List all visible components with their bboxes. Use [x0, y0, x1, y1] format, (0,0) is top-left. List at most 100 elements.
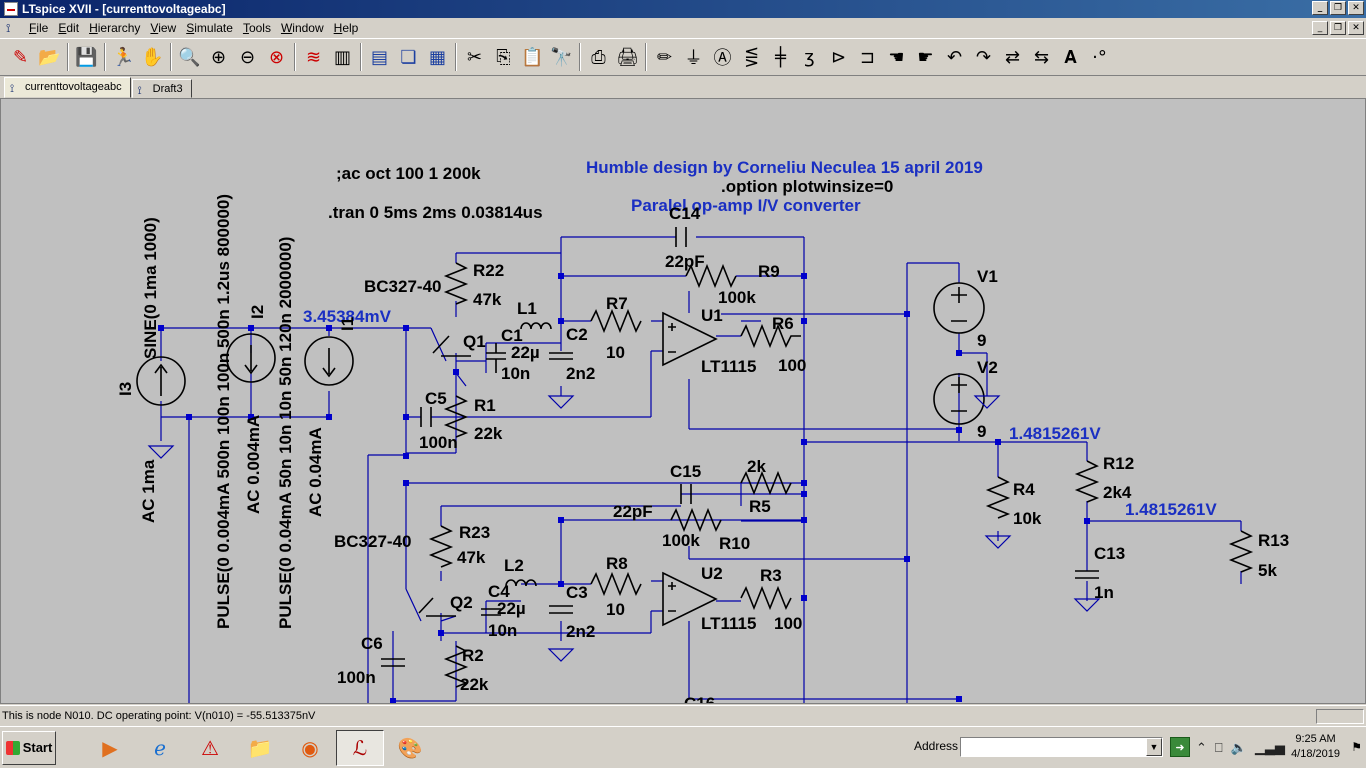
signal-icon[interactable]: ▁▃▅ — [1254, 740, 1285, 756]
capacitor-icon[interactable]: ╪ — [775, 46, 786, 68]
acrobat-reader-icon[interactable]: ⚠ — [201, 735, 219, 760]
ground-icon[interactable]: ⏚ — [684, 48, 703, 69]
zoom-in-icon[interactable]: 🔍 — [178, 46, 201, 68]
file-explorer-icon[interactable]: 📁 — [247, 735, 273, 760]
inductor-icon[interactable]: ʒ — [804, 46, 815, 68]
minimize-button[interactable]: _ — [1312, 1, 1328, 15]
start-label: Start — [22, 740, 53, 755]
autorange-icon[interactable]: ≋ — [305, 46, 322, 68]
maximize-button[interactable]: ❐ — [1330, 1, 1346, 15]
run-icon[interactable]: 🏃 — [112, 46, 135, 68]
tab-draft3[interactable]: ⟟ Draft3 — [131, 79, 192, 98]
menu-view[interactable]: View — [150, 21, 177, 35]
action-center-flag-icon[interactable]: ⚑ — [1351, 740, 1362, 754]
tray-expand-icon[interactable]: ⌃ — [1196, 740, 1207, 756]
address-label: Address — [914, 739, 959, 753]
q1-symbol — [432, 335, 471, 357]
drag-icon[interactable]: ☛ — [917, 46, 934, 68]
u1-name: U1 — [701, 306, 723, 325]
mirror-icon[interactable]: ⇆ — [1033, 46, 1050, 68]
clock[interactable]: 9:25 AM 4/18/2019 — [1291, 732, 1340, 762]
wire-icon[interactable]: ✏ — [656, 46, 673, 68]
go-button-icon[interactable]: ➜ — [1170, 737, 1190, 757]
v1-name: V1 — [977, 267, 998, 286]
tile-horizontal-icon[interactable]: ▤ — [370, 46, 388, 68]
r12-value: 2k4 — [1103, 483, 1132, 502]
paint-icon[interactable]: 🎨 — [397, 735, 423, 760]
v2-symbol — [933, 373, 985, 425]
c3-name: C3 — [566, 583, 588, 602]
i2-symbol — [226, 333, 276, 383]
schematic-svg[interactable]: ;ac oct 100 1 200k .tran 0 5ms 2ms 0.038… — [1, 99, 1366, 704]
open-icon[interactable]: 📂 — [38, 46, 61, 68]
rotate-icon[interactable]: ⇄ — [1004, 46, 1021, 68]
redo-icon[interactable]: ↷ — [975, 46, 992, 68]
move-icon[interactable]: ☚ — [888, 46, 905, 68]
firefox-icon[interactable]: ◉ — [301, 735, 319, 760]
menu-edit[interactable]: Edit — [58, 21, 80, 35]
r12-name: R12 — [1103, 454, 1134, 473]
doc-restore-button[interactable]: ❐ — [1330, 21, 1346, 35]
menu-tools[interactable]: Tools — [242, 21, 271, 35]
doc-close-button[interactable]: ✕ — [1348, 21, 1364, 35]
sizing-icon[interactable]: ▥ — [333, 46, 351, 68]
zoom-fit-icon[interactable]: ⊗ — [268, 46, 285, 68]
new-schematic-icon[interactable]: ✎ — [12, 46, 29, 68]
r8-name: R8 — [606, 554, 628, 573]
volume-icon[interactable]: 🔈 — [1230, 740, 1247, 756]
c6-name: C6 — [361, 634, 383, 653]
taskbar: Start ▶ ℯ ⚠ 📁 ◉ ℒ 🎨 Address ▼ ➜ ⌃ ⎕ 🔈 ▁▃… — [0, 726, 1366, 768]
close-button[interactable]: ✕ — [1348, 1, 1364, 15]
q2-symbol — [418, 597, 456, 617]
i2-value: PULSE(0 0.004mA 500n 100n 100n 500n 1.2u… — [214, 194, 233, 629]
label-net-icon[interactable]: Ⓐ — [713, 48, 732, 69]
system-tray: ⌃ ⎕ 🔈 ▁▃▅ — [1196, 731, 1364, 765]
r2-name: R2 — [462, 646, 484, 665]
menu-help[interactable]: Help — [333, 21, 359, 35]
diode-icon[interactable]: ⊳ — [830, 46, 847, 68]
component-icon[interactable]: ⊐ — [859, 46, 876, 68]
toolbar-separator — [645, 43, 647, 71]
text-icon[interactable]: 𝐀 — [1064, 46, 1077, 68]
print-preview-icon[interactable]: 🖨 — [616, 46, 639, 68]
menu-file[interactable]: File — [29, 21, 49, 35]
doc-minimize-button[interactable]: _ — [1312, 21, 1328, 35]
c4-value: 10n — [488, 621, 517, 640]
address-dropdown-icon[interactable]: ▼ — [1146, 738, 1162, 756]
halt-icon[interactable]: ✋ — [141, 46, 164, 68]
menu-simulate[interactable]: Simulate — [186, 21, 233, 35]
i2-ac: AC 0.004mA — [244, 415, 263, 514]
schematic-canvas[interactable]: ;ac oct 100 1 200k .tran 0 5ms 2ms 0.038… — [0, 98, 1366, 704]
cut-icon[interactable]: ✂ — [466, 46, 483, 68]
zoom-out-icon[interactable]: ⊖ — [239, 46, 256, 68]
c13-name: C13 — [1094, 544, 1125, 563]
components[interactable] — [136, 227, 1254, 688]
tile-vertical-icon[interactable]: ▦ — [428, 46, 446, 68]
subtitle-comment: Paralel op-amp I/V converter — [631, 196, 861, 215]
pan-icon[interactable]: ⊕ — [210, 46, 227, 68]
c4-name: C4 — [488, 582, 510, 601]
spice-directive-icon[interactable]: ·° — [1092, 46, 1107, 68]
c6-value: 100n — [337, 668, 376, 687]
resistor-icon[interactable]: ⋚ — [743, 46, 760, 68]
undo-icon[interactable]: ↶ — [946, 46, 963, 68]
windows-flag-icon — [5, 740, 20, 755]
tab-currenttovoltageabc[interactable]: ⟟ currenttovoltageabc — [4, 77, 131, 98]
find-icon[interactable]: 🔭 — [550, 46, 573, 68]
menu-window[interactable]: Window — [280, 21, 324, 35]
network-icon[interactable]: ⎕ — [1214, 740, 1223, 756]
ltspice-taskbar-icon[interactable]: ℒ — [336, 729, 384, 766]
cascade-icon[interactable]: ❏ — [400, 46, 417, 68]
start-button[interactable]: Start — [2, 730, 56, 765]
r1-name: R1 — [474, 396, 496, 415]
address-input[interactable]: ▼ — [960, 737, 1163, 757]
paste-icon[interactable]: 📋 — [521, 46, 544, 68]
media-player-icon[interactable]: ▶ — [102, 735, 118, 760]
document-icon[interactable]: ⟟ — [6, 21, 11, 35]
toolbar-separator — [170, 43, 172, 71]
copy-icon[interactable]: ⎘ — [496, 46, 511, 68]
save-icon[interactable]: 💾 — [75, 46, 98, 68]
internet-explorer-icon[interactable]: ℯ — [154, 735, 166, 760]
print-icon[interactable]: ⎙ — [591, 46, 606, 68]
menu-hierarchy[interactable]: Hierarchy — [89, 21, 141, 35]
